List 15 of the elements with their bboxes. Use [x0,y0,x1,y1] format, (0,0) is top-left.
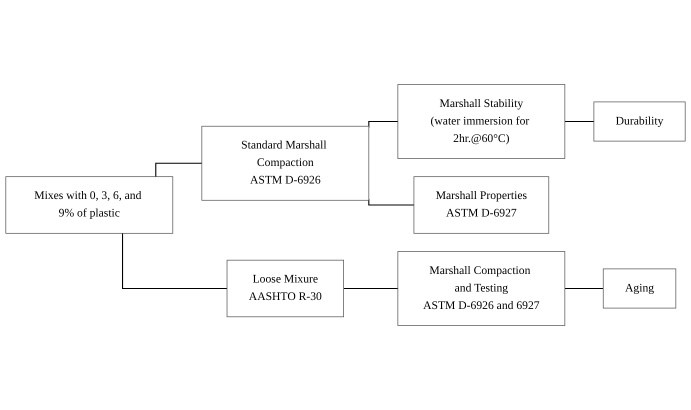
node-box: Standard Marshall Compaction ASTM D-6926 [201,126,370,201]
node-box: Durability [594,102,686,142]
node-box: Loose Mixure AASHTO R-30 [226,260,344,318]
connector [122,233,228,290]
connector [368,198,414,206]
connector [155,162,202,177]
connector [564,288,604,290]
node-box: Marshall Stability (water immersion for 2hr.@60°C) [398,84,566,159]
node-box: Mixes with 0, 3, 6, and 9% of plastic [5,176,174,234]
node-box: Aging [602,268,676,308]
connector [368,120,398,128]
connector [343,288,398,290]
node-box: Marshall Properties ASTM D-6927 [414,176,550,234]
connector [564,120,594,122]
node-box: Marshall Compaction and Testing ASTM D-6926 and 6927 [398,251,566,326]
